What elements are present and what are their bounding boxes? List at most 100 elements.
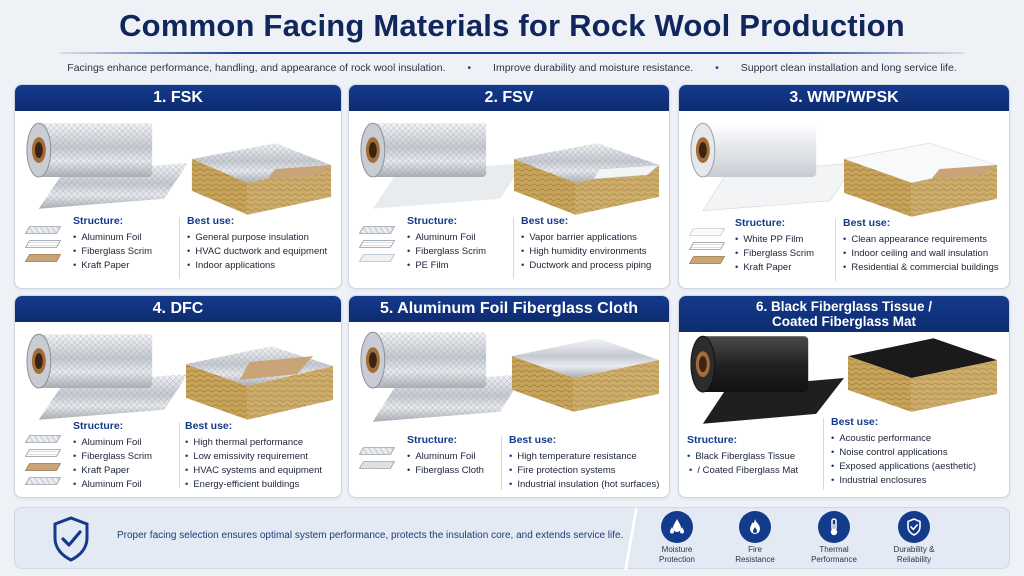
card-aluminum-foil-fiberglass-cloth: 5. Aluminum Foil Fiberglass Cloth Struct…: [348, 295, 670, 498]
best-use-item: Ductwork and process piping: [521, 259, 651, 273]
structure-section: Structure: Aluminum Foil Fiberglass Scri…: [73, 215, 152, 273]
divider: [179, 217, 180, 279]
fsk-product-illustration: [26, 122, 332, 215]
feature-label: Moisture: [661, 545, 693, 554]
shield-check-icon: [53, 516, 89, 562]
structure-item: Kraft Paper: [73, 259, 152, 273]
feature-durability-reliability: Durability & Reliability: [879, 511, 949, 564]
card-fsv: 2. FSV Structure: Aluminum Foil Fibergla…: [348, 84, 670, 289]
structure-item: Fiberglass Scrim: [73, 450, 152, 464]
page-title: Common Facing Materials for Rock Wool Pr…: [119, 8, 905, 43]
best-use-section: Best use: Acoustic performance Noise con…: [831, 416, 976, 488]
structure-item: Kraft Paper: [73, 464, 152, 478]
card-title: 1. FSK: [15, 85, 341, 111]
divider: [501, 436, 502, 490]
divider: [513, 217, 514, 279]
card-dfc: 4. DFC Structure: Aluminum Foil Fibergla…: [14, 295, 342, 498]
subtitle-row: Facings enhance performance, handling, a…: [0, 62, 1024, 74]
best-use-item: Vapor barrier applications: [521, 231, 651, 245]
structure-item: Aluminum Foil: [73, 231, 152, 245]
best-use-item: High temperature resistance: [509, 450, 659, 464]
feature-label: Durability &: [893, 545, 935, 554]
structure-heading: Structure:: [73, 420, 124, 432]
structure-heading: Structure:: [407, 434, 458, 446]
subtitle-text: Improve durability and moisture resistan…: [493, 62, 694, 74]
best-use-heading: Best use:: [521, 215, 569, 227]
best-use-item: Acoustic performance: [831, 432, 976, 446]
bullet-icon: •: [467, 62, 472, 74]
bullet-icon: •: [715, 62, 719, 74]
feature-label: Protection: [658, 554, 696, 564]
cloth-product-illustration: [360, 331, 660, 422]
structure-item: Kraft Paper: [735, 261, 814, 275]
structure-item: Fiberglass Cloth: [407, 464, 484, 478]
layer-stack-icon: [24, 434, 62, 490]
structure-item: PE Film: [407, 259, 486, 273]
footer-banner: Proper facing selection ensures optimal …: [14, 507, 1010, 570]
structure-item: Aluminum Foil: [407, 231, 486, 245]
structure-item: Aluminum Foil: [73, 478, 152, 492]
layer-stack-icon: [24, 225, 62, 267]
best-use-item: HVAC ductwork and equipment: [187, 245, 327, 259]
structure-item: Fiberglass Scrim: [407, 245, 486, 259]
best-use-heading: Best use:: [831, 416, 879, 428]
divider: [823, 418, 824, 490]
shield-check-icon: [898, 511, 930, 543]
structure-section: Structure: Aluminum Foil Fiberglass Clot…: [407, 434, 484, 478]
structure-item: Black Fiberglass Tissue: [687, 450, 798, 464]
best-use-heading: Best use:: [843, 217, 891, 229]
card-title: 5. Aluminum Foil Fiberglass Cloth: [349, 296, 669, 322]
feature-thermal-performance: Thermal Performance: [799, 511, 869, 564]
subtitle-text: Facings enhance performance, handling, a…: [67, 62, 446, 74]
subtitle-text: Support clean installation and long serv…: [740, 62, 957, 74]
feature-moisture-protection: Moisture Protection: [642, 511, 712, 564]
best-use-item: Clean appearance requirements: [843, 233, 999, 247]
best-use-item: Energy-efficient buildings: [185, 478, 322, 492]
best-use-item: High thermal performance: [185, 436, 322, 450]
black-tissue-product-illustration: [690, 335, 998, 424]
best-use-item: High humidity environments: [521, 245, 651, 259]
layer-stack-icon: [688, 227, 726, 269]
best-use-heading: Best use:: [187, 215, 235, 227]
card-title: 3. WMP/WPSK: [679, 85, 1009, 111]
dfc-product-illustration: [26, 333, 334, 420]
structure-heading: Structure:: [73, 215, 124, 227]
structure-heading: Structure:: [687, 434, 738, 446]
layer-stack-icon: [358, 225, 396, 267]
structure-item-continued: / Coated Fiberglass Mat: [687, 464, 798, 478]
feature-label: Thermal: [819, 545, 849, 554]
best-use-item: Noise control applications: [831, 446, 976, 460]
best-use-item: Low emissivity requirement: [185, 450, 322, 464]
structure-item: White PP Film: [735, 233, 814, 247]
feature-label: Resistance: [735, 554, 775, 564]
best-use-section: Best use: General purpose insulation HVA…: [187, 215, 327, 273]
card-title: 6. Black Fiberglass Tissue / Coated Fibe…: [679, 296, 1009, 332]
best-use-heading: Best use:: [185, 420, 233, 432]
best-use-section: Best use: High temperature resistance Fi…: [509, 434, 659, 492]
feature-label: Fire: [748, 545, 762, 554]
best-use-item: General purpose insulation: [187, 231, 327, 245]
best-use-item: Industrial insulation (hot surfaces): [509, 478, 659, 492]
thermometer-icon: [818, 511, 850, 543]
best-use-item: Residential & commercial buildings: [843, 261, 998, 275]
best-use-item: Indoor ceiling and wall insulation: [843, 247, 999, 261]
best-use-item: Indoor applications: [187, 259, 327, 273]
best-use-item: Fire protection systems: [509, 464, 659, 478]
structure-item: Aluminum Foil: [73, 436, 152, 450]
structure-heading: Structure:: [735, 217, 786, 229]
card-fsk: 1. FSK Structure: Aluminum Foil Fibergla…: [14, 84, 342, 289]
structure-section: Structure: White PP Film Fiberglass Scri…: [735, 217, 814, 275]
structure-item: Fiberglass Scrim: [73, 245, 152, 259]
feature-label: Reliability: [896, 554, 932, 564]
best-use-item: HVAC systems and equipment: [185, 464, 322, 478]
best-use-item: Exposed applications (aesthetic): [831, 460, 976, 474]
best-use-section: Best use: Clean appearance requirements …: [843, 217, 999, 275]
card-title: 4. DFC: [15, 296, 341, 322]
footer-message: Proper facing selection ensures optimal …: [117, 530, 624, 541]
divider: [179, 422, 180, 488]
title-divider: [60, 52, 964, 54]
feature-label: Performance: [811, 554, 857, 564]
structure-heading: Structure:: [407, 215, 458, 227]
footer-separator: [621, 508, 641, 570]
structure-section: Structure: Aluminum Foil Fiberglass Scri…: [407, 215, 486, 273]
